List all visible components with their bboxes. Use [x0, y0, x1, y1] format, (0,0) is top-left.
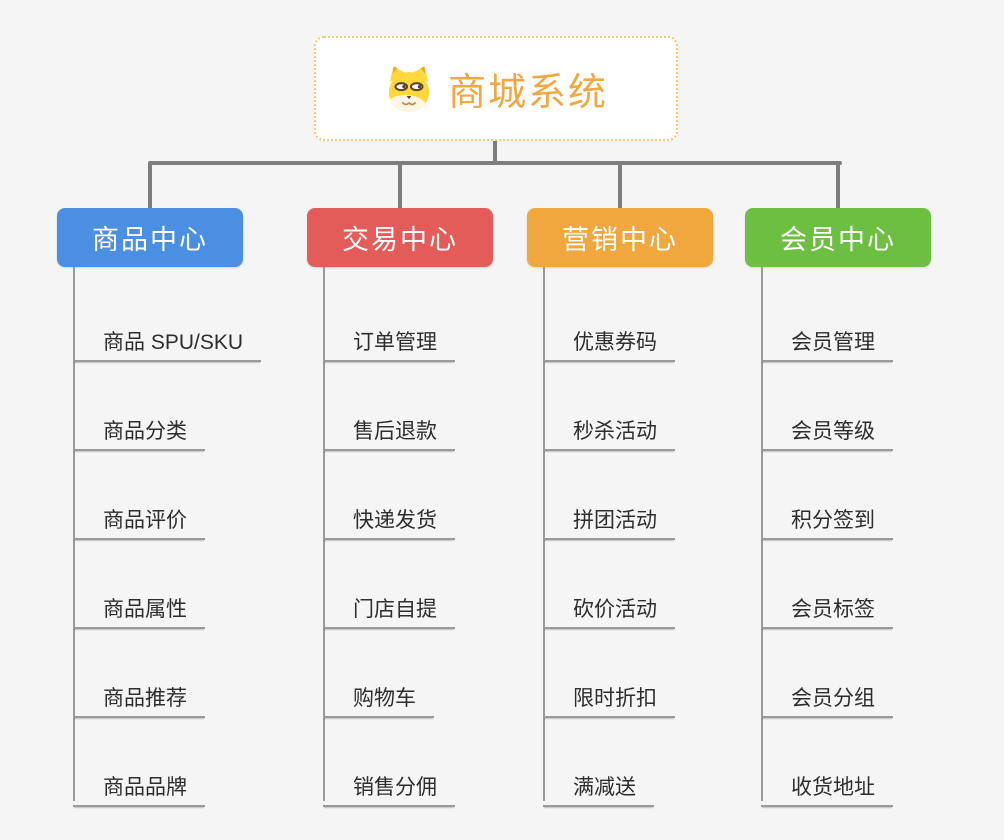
child-topic[interactable]: 收货地址 — [761, 751, 893, 807]
child-topic-label: 会员等级 — [791, 420, 875, 443]
child-topic[interactable]: 商品分类 — [73, 395, 205, 451]
child-topic[interactable]: 会员标签 — [761, 573, 893, 629]
child-topic-label: 拼团活动 — [573, 509, 657, 532]
child-topic[interactable]: 购物车 — [323, 662, 434, 718]
child-topic-label: 商品品牌 — [103, 776, 187, 799]
branch-node-2[interactable]: 营销中心 — [527, 208, 713, 267]
child-topic-label: 秒杀活动 — [573, 420, 657, 443]
dog-face-icon — [388, 66, 430, 112]
branch-label: 商品中心 — [92, 225, 208, 255]
child-topic[interactable]: 销售分佣 — [323, 751, 455, 807]
branch-label: 会员中心 — [780, 225, 896, 255]
child-topic-label: 会员分组 — [791, 687, 875, 710]
child-topic[interactable]: 积分签到 — [761, 484, 893, 540]
child-topic-label: 积分签到 — [791, 509, 875, 532]
child-topic-label: 销售分佣 — [353, 776, 437, 799]
branch-child-line — [323, 267, 325, 801]
child-topic[interactable]: 满减送 — [543, 751, 654, 807]
child-topic[interactable]: 商品 SPU/SKU — [73, 306, 262, 362]
child-topic-label: 商品推荐 — [103, 687, 187, 710]
child-topic-label: 满减送 — [573, 776, 636, 799]
branch-node-0[interactable]: 商品中心 — [57, 208, 243, 267]
child-topic-label: 订单管理 — [353, 331, 437, 354]
child-topic-label: 会员标签 — [791, 598, 875, 621]
child-topic[interactable]: 商品推荐 — [73, 662, 205, 718]
branch-node-3[interactable]: 会员中心 — [745, 208, 931, 267]
child-topic-label: 限时折扣 — [573, 687, 657, 710]
child-topic[interactable]: 砍价活动 — [543, 573, 675, 629]
child-topic[interactable]: 拼团活动 — [543, 484, 675, 540]
branch-label: 交易中心 — [342, 225, 458, 255]
branch-child-line — [73, 267, 75, 801]
child-topic[interactable]: 商品评价 — [73, 484, 205, 540]
child-topic[interactable]: 商品属性 — [73, 573, 205, 629]
branch-label: 营销中心 — [562, 225, 678, 255]
child-topic-label: 收货地址 — [791, 776, 875, 799]
child-topic[interactable]: 门店自提 — [323, 573, 455, 629]
child-topic-label: 砍价活动 — [573, 598, 657, 621]
child-topic-label: 商品 SPU/SKU — [103, 331, 244, 354]
root-title: 商城系统 — [447, 72, 608, 114]
child-topic[interactable]: 订单管理 — [323, 306, 455, 362]
child-topic-label: 快递发货 — [353, 509, 437, 532]
child-topic[interactable]: 快递发货 — [323, 484, 455, 540]
child-topic[interactable]: 限时折扣 — [543, 662, 675, 718]
root-node-mall-system[interactable]: 商城系统 — [314, 36, 678, 141]
branch-node-1[interactable]: 交易中心 — [307, 208, 493, 267]
child-topic-label: 门店自提 — [353, 598, 437, 621]
branch-child-line — [761, 267, 763, 801]
child-topic-label: 优惠券码 — [573, 331, 657, 354]
child-topic[interactable]: 会员管理 — [761, 306, 893, 362]
child-topic[interactable]: 售后退款 — [323, 395, 455, 451]
branch-child-line — [543, 267, 545, 801]
child-topic-label: 商品分类 — [103, 420, 187, 443]
child-topic[interactable]: 会员等级 — [761, 395, 893, 451]
child-topic[interactable]: 会员分组 — [761, 662, 893, 718]
child-topic[interactable]: 秒杀活动 — [543, 395, 675, 451]
child-topic-label: 售后退款 — [353, 420, 437, 443]
child-topic-label: 会员管理 — [791, 331, 875, 354]
child-topic-label: 商品评价 — [103, 509, 187, 532]
child-topic-label: 商品属性 — [103, 598, 187, 621]
child-topic[interactable]: 商品品牌 — [73, 751, 205, 807]
child-topic[interactable]: 优惠券码 — [543, 306, 675, 362]
child-topic-label: 购物车 — [353, 687, 416, 710]
